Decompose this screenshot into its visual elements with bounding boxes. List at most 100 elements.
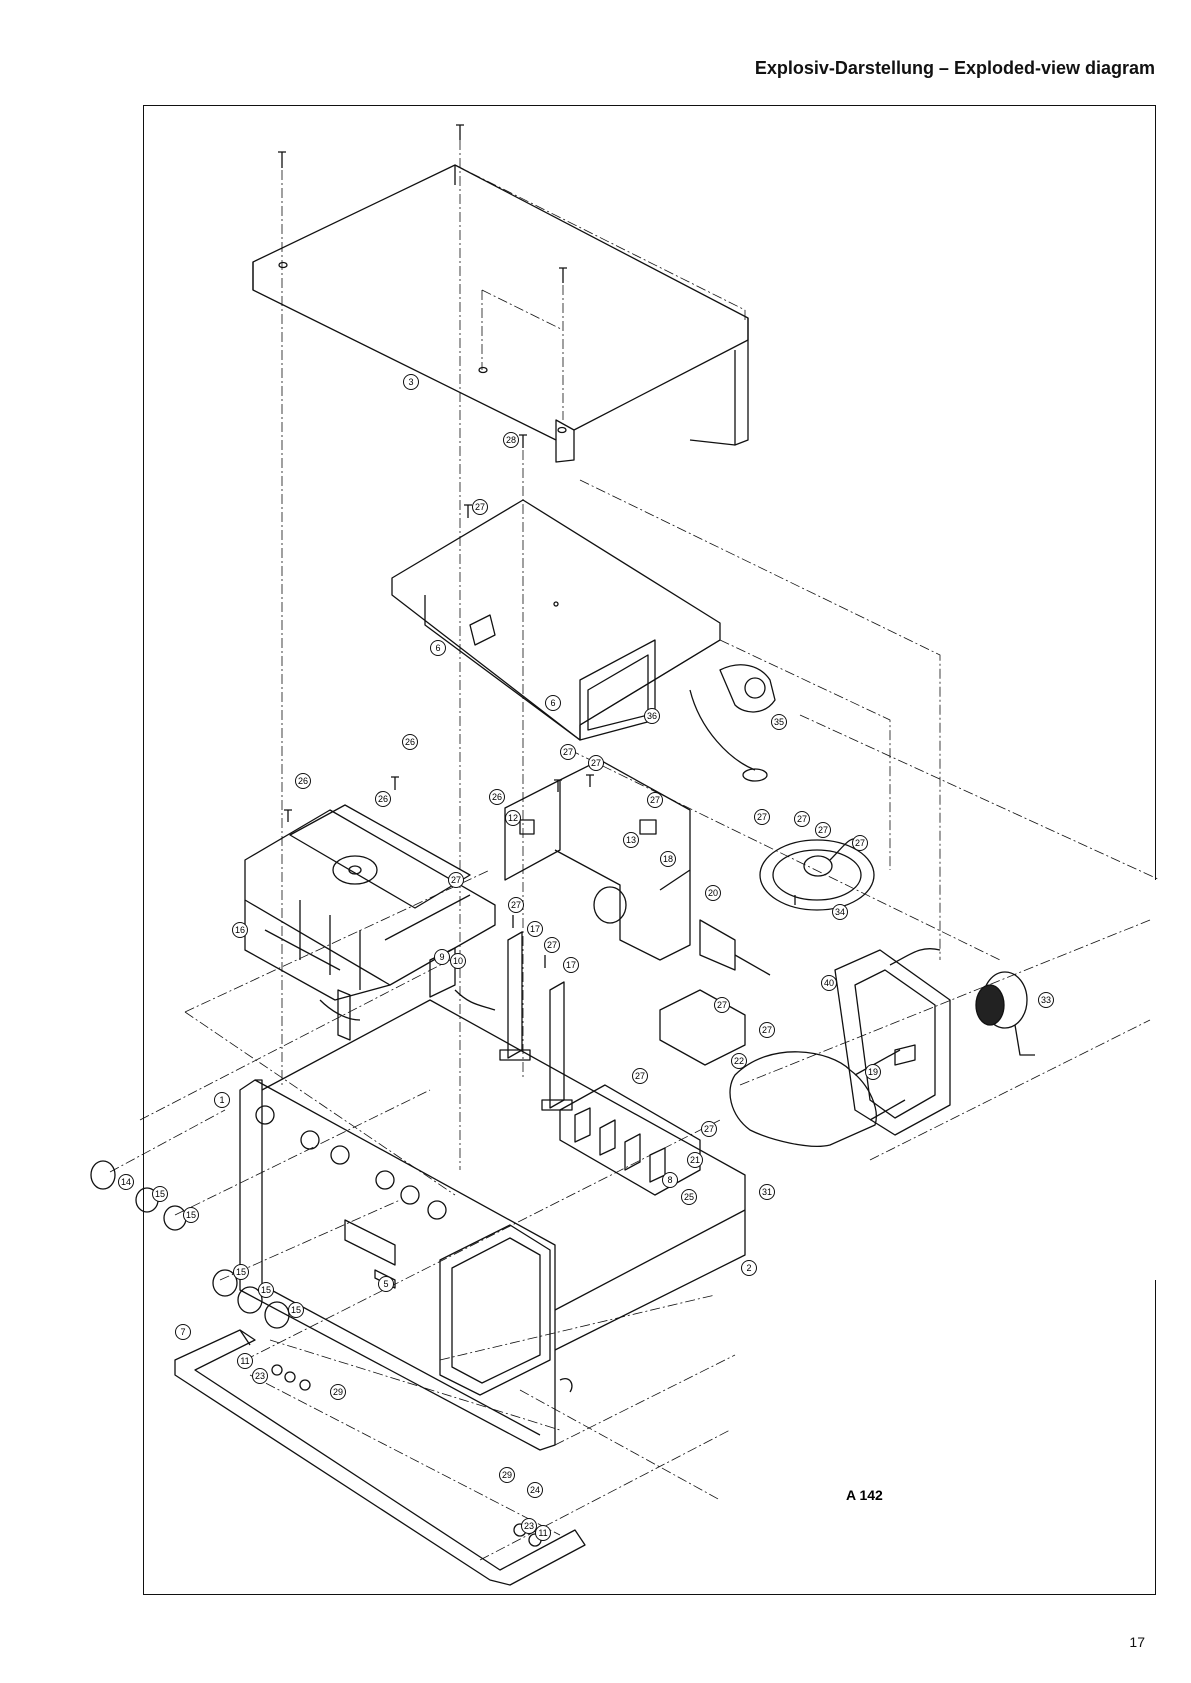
carry-handle [175, 1330, 585, 1585]
callout-c19: 19 [866, 1065, 881, 1080]
svg-text:6: 6 [435, 643, 440, 653]
svg-text:15: 15 [155, 1189, 165, 1199]
svg-text:27: 27 [547, 940, 557, 950]
callout-c18: 18 [661, 852, 676, 867]
svg-text:34: 34 [835, 907, 845, 917]
svg-text:27: 27 [451, 875, 461, 885]
svg-text:22: 22 [734, 1056, 744, 1066]
svg-text:26: 26 [492, 792, 502, 802]
svg-text:15: 15 [186, 1210, 196, 1220]
svg-text:23: 23 [524, 1521, 534, 1531]
svg-text:15: 15 [236, 1267, 246, 1277]
callout-c27e: 27 [648, 793, 663, 808]
callout-c36: 36 [645, 709, 660, 724]
svg-text:27: 27 [757, 812, 767, 822]
callout-c27k: 27 [853, 836, 868, 851]
callout-c27c: 27 [561, 745, 576, 760]
callout-c26b: 26 [403, 735, 418, 750]
svg-text:35: 35 [774, 717, 784, 727]
callout-c29a: 29 [331, 1385, 346, 1400]
svg-text:19: 19 [868, 1067, 878, 1077]
svg-text:27: 27 [855, 838, 865, 848]
connector-block [320, 948, 495, 1040]
callout-c27m: 27 [760, 1023, 775, 1038]
callout-c8: 8 [663, 1173, 678, 1188]
callout-c35: 35 [772, 715, 787, 730]
callout-c3: 3 [404, 375, 419, 390]
svg-text:20: 20 [708, 888, 718, 898]
callout-c29b: 29 [500, 1468, 515, 1483]
svg-text:16: 16 [235, 925, 245, 935]
callout-c34: 34 [833, 905, 848, 920]
svg-text:14: 14 [121, 1177, 131, 1187]
callout-c1: 1 [215, 1093, 230, 1108]
figure-code: A 142 [846, 1487, 883, 1503]
svg-text:27: 27 [704, 1124, 714, 1134]
svg-text:15: 15 [261, 1285, 271, 1295]
svg-text:24: 24 [530, 1485, 540, 1495]
callout-c15d: 15 [259, 1283, 274, 1298]
callout-c25: 25 [682, 1190, 697, 1205]
control-pcb [560, 990, 745, 1195]
callout-c2: 2 [742, 1261, 757, 1276]
svg-text:8: 8 [667, 1175, 672, 1185]
front-chassis [240, 1000, 745, 1450]
drive-mechanism [245, 805, 495, 1000]
callout-c31: 31 [760, 1185, 775, 1200]
svg-text:28: 28 [506, 435, 516, 445]
callout-c27o: 27 [702, 1122, 717, 1137]
callout-c27h: 27 [755, 810, 770, 825]
svg-text:27: 27 [563, 747, 573, 757]
callout-c27a: 27 [473, 500, 488, 515]
callout-c10: 10 [451, 954, 466, 969]
callout-c21: 21 [688, 1153, 703, 1168]
svg-text:7: 7 [180, 1327, 185, 1337]
callout-c6a: 6 [431, 641, 446, 656]
svg-text:36: 36 [647, 711, 657, 721]
svg-text:33: 33 [1041, 995, 1051, 1005]
callout-c12: 12 [506, 811, 521, 826]
callout-c9: 9 [435, 950, 450, 965]
callout-c40: 40 [822, 976, 837, 991]
crt-socket [976, 972, 1035, 1055]
svg-text:27: 27 [635, 1071, 645, 1081]
callout-c7: 7 [176, 1325, 191, 1340]
svg-text:27: 27 [591, 758, 601, 768]
svg-text:3: 3 [408, 377, 413, 387]
svg-text:6: 6 [550, 698, 555, 708]
callout-c26c: 26 [376, 792, 391, 807]
svg-text:26: 26 [378, 794, 388, 804]
page-number: 17 [1129, 1634, 1145, 1650]
svg-text:26: 26 [298, 776, 308, 786]
svg-text:29: 29 [333, 1387, 343, 1397]
svg-text:11: 11 [240, 1356, 249, 1366]
callout-c27n: 27 [633, 1069, 648, 1084]
svg-text:17: 17 [530, 924, 540, 934]
callout-c33: 33 [1039, 993, 1054, 1008]
callout-c24: 24 [528, 1483, 543, 1498]
callout-c27d: 27 [589, 756, 604, 771]
svg-text:27: 27 [797, 814, 807, 824]
callout-c13: 13 [624, 833, 639, 848]
svg-text:10: 10 [453, 956, 463, 966]
svg-text:18: 18 [663, 854, 673, 864]
svg-text:9: 9 [439, 952, 444, 962]
svg-text:1: 1 [219, 1095, 224, 1105]
svg-text:29: 29 [502, 1470, 512, 1480]
callout-c17b: 17 [564, 958, 579, 973]
svg-text:5: 5 [383, 1279, 388, 1289]
callout-c11a: 11 [238, 1354, 253, 1369]
callout-c22: 22 [732, 1054, 747, 1069]
svg-text:13: 13 [626, 835, 636, 845]
svg-text:27: 27 [717, 1000, 727, 1010]
callout-c27g: 27 [545, 938, 560, 953]
callout-c27j: 27 [816, 823, 831, 838]
transformer [690, 665, 775, 781]
callout-c26d: 26 [490, 790, 505, 805]
callout-c16: 16 [233, 923, 248, 938]
support-posts [500, 932, 572, 1110]
callout-c27b: 27 [449, 873, 464, 888]
svg-text:25: 25 [684, 1192, 694, 1202]
picture-tube [730, 1050, 905, 1146]
